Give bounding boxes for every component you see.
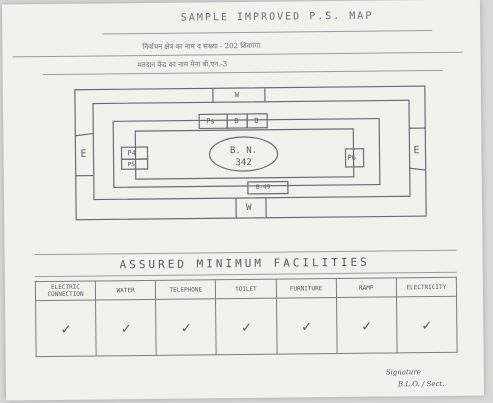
corridor-outline [134,128,355,180]
facility-header-telephone: TELEPHONE [155,279,216,300]
paper-sheet: SAMPLE IMPROVED P.S. MAP निर्वाचन क्षेत्… [1,0,485,401]
check-ramp: ✓ [336,296,397,354]
label-ps-small: PS [127,161,135,169]
right-openings [409,127,426,171]
facility-header-ramp: RAMP [336,277,397,298]
label-bottom-box: B-49 [255,183,271,191]
facility-header-furniture: FURNITURE [275,278,337,299]
check-furniture: ✓ [276,297,337,355]
central-hall-line2: 342 [235,157,252,169]
room-ps-small [120,158,149,170]
station-map [74,85,427,221]
room-b2 [246,113,268,129]
signature-line2: B.L.O. / Sect. [397,379,445,389]
label-b1: B [234,117,239,126]
outer-boundary [74,85,427,221]
check-electric-connection: ✓ [35,300,97,357]
facilities-table: ELECTRIC CONNECTION WATER TELEPHONE TOIL… [35,277,458,357]
label-top-w: W [234,91,240,100]
check-electricity: ✓ [396,296,458,353]
facility-header-water: WATER [95,280,156,301]
room-bottom [247,180,289,195]
facility-header-electric-connection: ELECTRIC CONNECTION [35,281,96,301]
top-gate [212,87,266,103]
label-p6: P6 [347,153,357,162]
label-ps: Ps [206,117,215,126]
check-toilet: ✓ [215,298,277,355]
label-bottom-w: W [246,202,252,213]
label-p4: P4 [127,149,136,158]
label-left-e: E [80,148,87,160]
central-hall-label: B. N. 342 [208,145,278,170]
inner-boundary [92,99,411,201]
facility-header-toilet: TOILET [215,279,277,299]
check-water: ✓ [95,299,157,357]
central-hall-line1: B. N. [229,145,258,157]
central-hall [208,136,279,172]
label-right-e: E [413,145,420,157]
room-p6 [344,148,365,168]
left-openings [75,132,94,177]
bottom-gate [235,197,267,219]
signature-line1: Signature [385,368,421,377]
facilities-check-row: ✓ ✓ ✓ ✓ ✓ ✓ ✓ [35,296,458,357]
label-b2: B [254,116,259,125]
check-telephone: ✓ [155,298,217,356]
building-outline [112,117,381,188]
facility-header-electricity: ELECTRICITY [396,277,457,297]
